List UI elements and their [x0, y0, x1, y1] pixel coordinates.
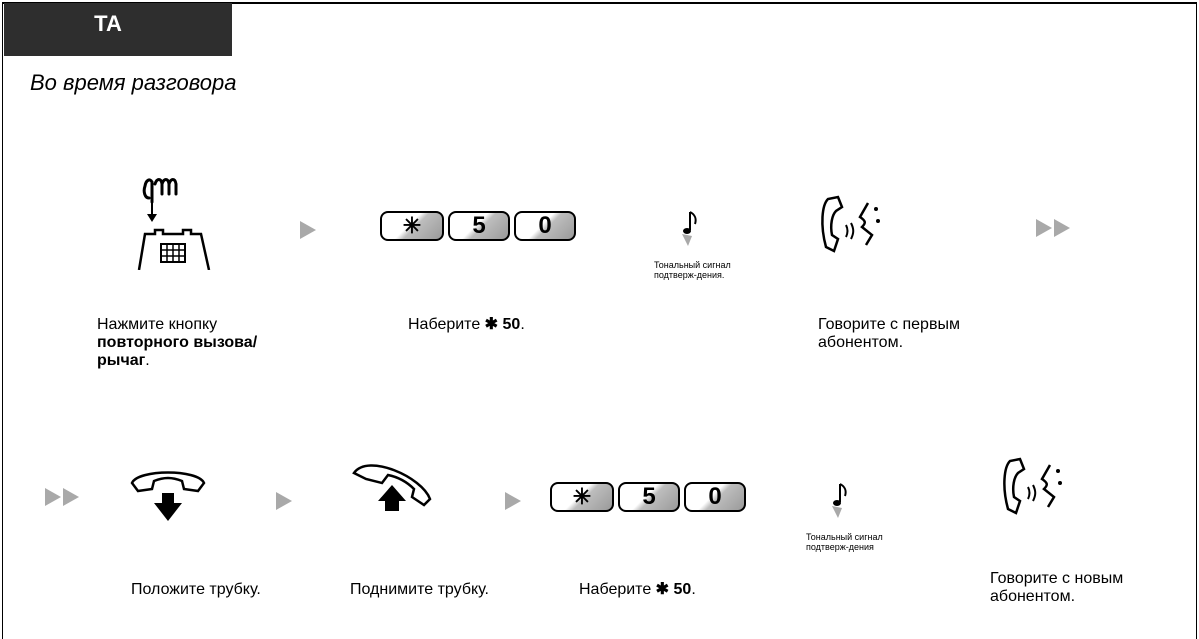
key-star: ✳ [550, 482, 614, 512]
step-flash-label-plain: Нажмите кнопку [97, 316, 218, 333]
talk-new-label: Говорите с новым абонентом. [990, 570, 1124, 605]
key-5: 5 [448, 211, 510, 241]
continued-arrow-2 [63, 488, 79, 506]
header-rule [2, 2, 1197, 4]
dial-keys-2: ✳ 5 0 [550, 482, 750, 516]
dial-label-end: . [520, 316, 525, 333]
flash-button-icon [137, 178, 211, 270]
key-0: 0 [514, 211, 576, 241]
dial-label-2: Наберите ✱ 50. [579, 581, 696, 599]
dial-label-2-code: 50 [669, 581, 692, 598]
hang-up-icon [130, 471, 206, 521]
continued-arrow-1 [45, 488, 61, 506]
pick-up-icon [352, 464, 432, 511]
hang-up-label: Положите трубку. [131, 581, 261, 598]
tone-label: Тональный сигнал подтверж-дения. [654, 260, 731, 280]
dial-label-code: 50 [498, 316, 521, 333]
confirmation-tone-icon [832, 483, 847, 518]
continue-arrow-2 [1054, 219, 1070, 237]
dial-label: Наберите ✱ 50. [408, 316, 525, 334]
dial-label-2-star: ✱ [655, 581, 670, 598]
condition-text: Во время разговора [30, 70, 237, 95]
pick-up-label: Поднимите трубку. [350, 581, 489, 598]
confirmation-tone-icon [682, 211, 697, 246]
talk-icon [1003, 457, 1062, 515]
dial-label-prefix: Наберите [408, 316, 485, 333]
talk-icon [821, 195, 880, 253]
key-0: 0 [684, 482, 746, 512]
key-star: ✳ [380, 211, 444, 241]
section-tab-label: TA [94, 10, 122, 36]
dial-label-star: ✱ [484, 316, 499, 333]
continued-arrows-icon [45, 488, 85, 508]
tone-label-2: Тональный сигнал подтверж-дения [806, 532, 883, 552]
next-arrow-icon [300, 221, 316, 239]
next-arrow-icon [276, 492, 292, 510]
continue-arrows-icon [1036, 219, 1076, 239]
next-arrow-icon [505, 492, 521, 510]
dial-label-2-end: . [691, 581, 696, 598]
step-flash-label: Нажмите кнопку повторного вызова/рычаг. [97, 316, 297, 370]
dial-label-2-prefix: Наберите [579, 581, 656, 598]
step-flash-label-end: . [145, 352, 150, 369]
section-tab: TA [4, 3, 232, 56]
continue-arrow-1 [1036, 219, 1052, 237]
talk-first-label: Говорите с первым абонентом. [818, 316, 960, 351]
key-5: 5 [618, 482, 680, 512]
dial-keys: ✳ 5 0 [380, 211, 580, 245]
step-flash-label-bold: повторного вызова/рычаг [97, 334, 258, 369]
